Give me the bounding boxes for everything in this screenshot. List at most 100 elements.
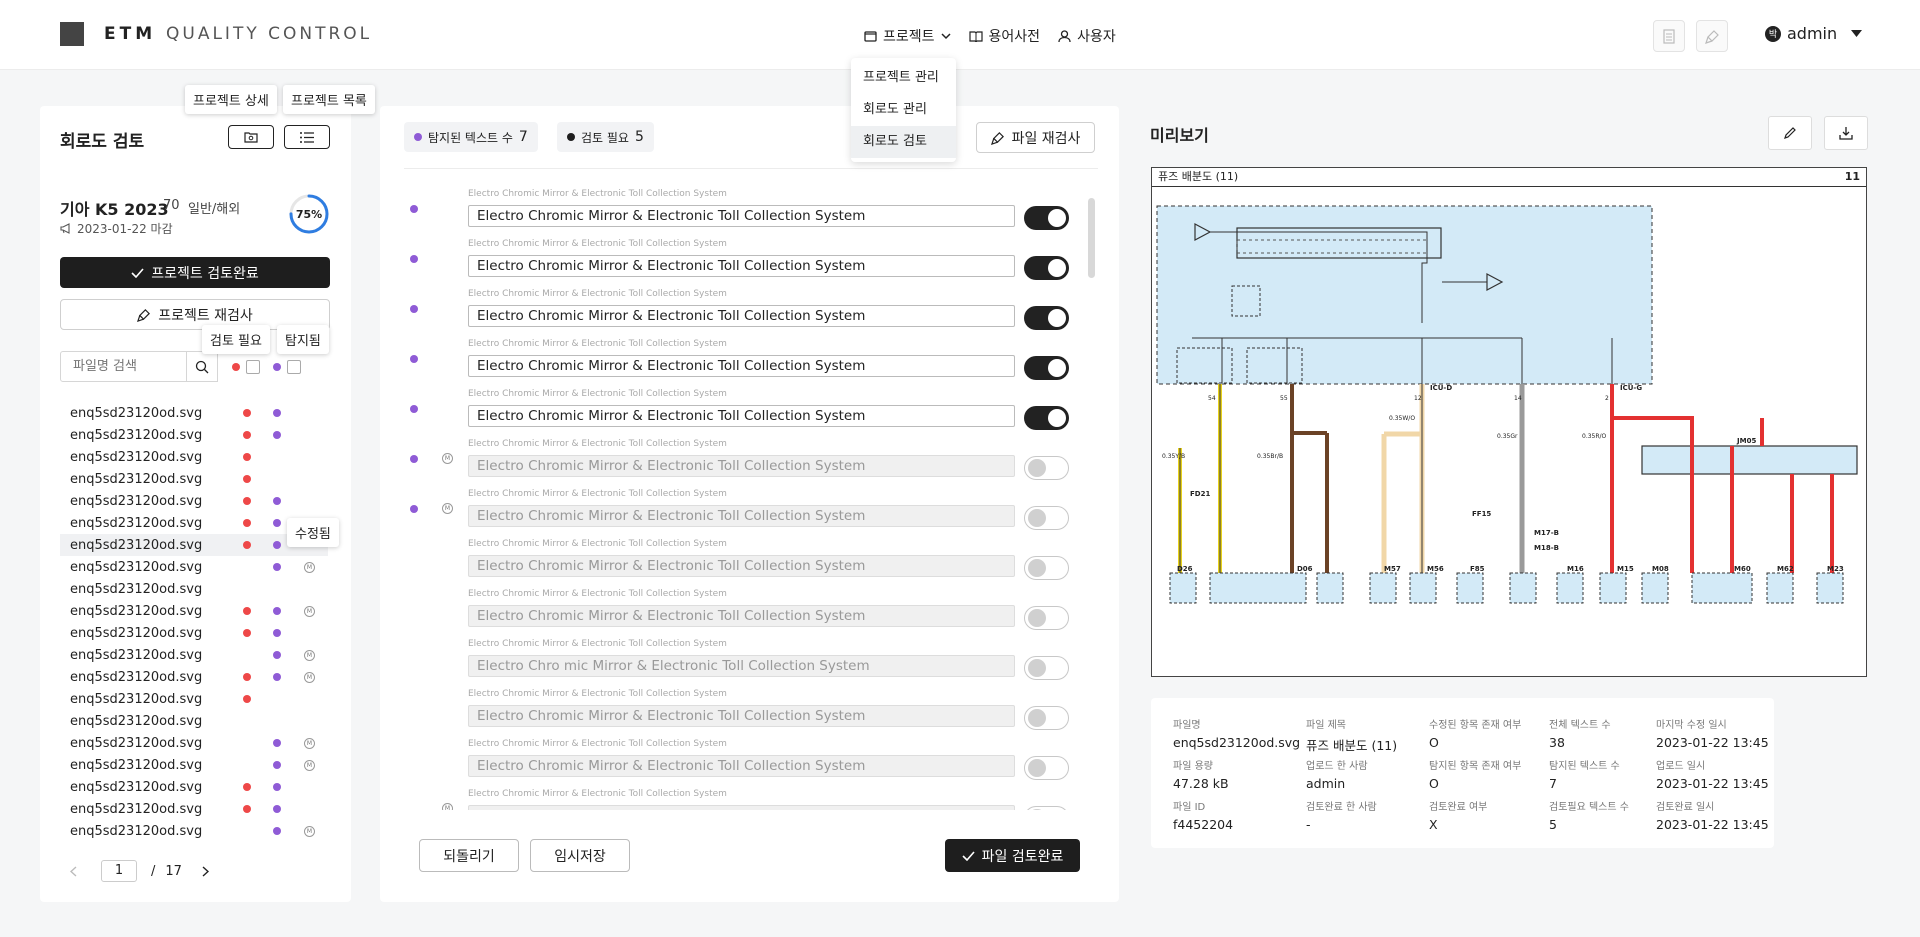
need-review-dot	[243, 519, 251, 527]
file-row[interactable]: enq5sd23120od.svg	[60, 578, 328, 600]
info-value: -	[1306, 817, 1311, 832]
project-detail-button[interactable]	[228, 125, 274, 149]
text-edit-input[interactable]: Electro Chromic Mirror & Electronic Toll…	[468, 505, 1015, 527]
text-row: Electro Chromic Mirror & Electronic Toll…	[400, 338, 1090, 388]
project-recheck-button[interactable]: 프로젝트 재검사	[60, 299, 330, 330]
text-edit-input[interactable]: Electro Chromic Mirror & Electronic Toll…	[468, 605, 1015, 627]
nav-users[interactable]: 사용자	[1058, 26, 1116, 46]
detected-dot	[273, 651, 281, 659]
nav-project[interactable]: 프로젝트	[864, 26, 951, 46]
review-toggle[interactable]	[1024, 756, 1069, 780]
review-toggle[interactable]	[1024, 206, 1069, 230]
review-toggle[interactable]	[1024, 406, 1069, 430]
review-toggle[interactable]	[1024, 606, 1069, 630]
text-row: Electro Chromic Mirror & Electronic Toll…	[400, 288, 1090, 338]
project-list-button[interactable]	[284, 125, 330, 149]
detected-checkbox[interactable]	[287, 360, 301, 374]
detected-dot	[273, 409, 281, 417]
file-name: enq5sd23120od.svg	[70, 603, 203, 619]
document-button[interactable]	[1653, 20, 1685, 52]
review-toggle[interactable]	[1024, 306, 1069, 330]
tooltip-detected: 탐지됨	[277, 325, 329, 354]
file-row[interactable]: enq5sd23120od.svg	[60, 622, 328, 644]
review-toggle[interactable]	[1024, 256, 1069, 280]
text-edit-input[interactable]: Electro Chromic Mirror & Electronic Toll…	[468, 455, 1015, 477]
file-search-input[interactable]	[60, 351, 187, 382]
nav-glossary[interactable]: 용어사전	[968, 26, 1040, 46]
file-row[interactable]: enq5sd23120od.svg	[60, 468, 328, 490]
review-toggle[interactable]	[1024, 806, 1069, 810]
review-toggle[interactable]	[1024, 356, 1069, 380]
info-label: 수정된 항목 존재 여부	[1429, 720, 1522, 731]
file-row[interactable]: enq5sd23120od.svg	[60, 424, 328, 446]
review-toggle[interactable]	[1024, 656, 1069, 680]
detected-dot	[273, 783, 281, 791]
text-edit-input[interactable]: Electro Chromic Mirror & Electronic Toll…	[468, 755, 1015, 777]
dropdown-item-circuit-review[interactable]: 회로도 검토	[851, 126, 956, 158]
file-row[interactable]: enq5sd23120od.svg	[60, 688, 328, 710]
file-row[interactable]: enq5sd23120od.svg	[60, 776, 328, 798]
text-edit-input[interactable]: Electro Chro mic Mirror & Electronic Tol…	[468, 655, 1015, 677]
modified-icon: M	[442, 803, 453, 810]
detected-dot	[273, 541, 281, 549]
brush-button[interactable]	[1696, 20, 1728, 52]
text-edit-input[interactable]: Electro Chromic Mirror & Electronic Toll…	[468, 255, 1015, 277]
need-review-checkbox[interactable]	[246, 360, 260, 374]
modified-icon: M	[442, 503, 453, 514]
download-button[interactable]	[1824, 116, 1868, 150]
page-input[interactable]: 1	[101, 860, 137, 882]
text-edit-input[interactable]: Electro Chromic Mirror & Electronic Toll…	[468, 405, 1015, 427]
scrollbar[interactable]	[1088, 198, 1095, 278]
text-edit-input[interactable]: Electro Chromic Mirror & Electronic Toll…	[468, 555, 1015, 577]
file-complete-button[interactable]: 파일 검토완료	[945, 839, 1080, 872]
file-row[interactable]: enq5sd23120od.svg	[60, 490, 328, 512]
file-row[interactable]: enq5sd23120od.svg	[60, 798, 328, 820]
original-text-label: Electro Chromic Mirror & Electronic Toll…	[468, 739, 727, 749]
file-row[interactable]: enq5sd23120od.svg	[60, 446, 328, 468]
info-value: O	[1429, 735, 1439, 750]
text-edit-input[interactable]: Electro Chromic Mirror & Electronic Toll…	[468, 705, 1015, 727]
file-row[interactable]: enq5sd23120od.svg	[60, 534, 328, 556]
dropdown-item-project-manage[interactable]: 프로젝트 관리	[863, 70, 939, 85]
chevron-right-icon[interactable]	[202, 865, 209, 877]
file-name: enq5sd23120od.svg	[70, 625, 203, 641]
brush-icon	[1704, 29, 1720, 44]
original-text-label: Electro Chromic Mirror & Electronic Toll…	[468, 439, 727, 449]
file-row[interactable]: enq5sd23120od.svg	[60, 512, 328, 534]
text-edit-input[interactable]: Electro Chromic Mirror & Electronic Toll…	[468, 205, 1015, 227]
edit-button[interactable]	[1768, 116, 1812, 150]
revert-button[interactable]: 되돌리기	[419, 839, 519, 872]
text-edit-input[interactable]: Electro Chromic Mirror & Electronic Toll…	[468, 805, 1015, 810]
save-draft-button[interactable]: 임시저장	[530, 839, 630, 872]
circuit-schematic: ICU-D ICU-G JM05 FD21 D26 D06 M57 M56 F8…	[1156, 205, 1858, 604]
detected-dot	[273, 673, 281, 681]
chevron-left-icon[interactable]	[70, 865, 77, 877]
info-value: 5	[1549, 817, 1557, 832]
info-value: 47.28 kB	[1173, 776, 1229, 791]
user-menu[interactable]: 박 admin	[1765, 24, 1863, 43]
review-toggle[interactable]	[1024, 556, 1069, 580]
page-separator: /	[151, 863, 156, 879]
need-review-dot	[243, 431, 251, 439]
text-edit-input[interactable]: Electro Chromic Mirror & Electronic Toll…	[468, 355, 1015, 377]
pagination: 1 / 17	[70, 860, 209, 882]
review-toggle[interactable]	[1024, 506, 1069, 530]
search-button[interactable]	[187, 351, 218, 382]
dropdown-item-circuit-manage[interactable]: 회로도 관리	[863, 102, 927, 117]
project-complete-button[interactable]: 프로젝트 검토완료	[60, 257, 330, 288]
text-edit-input[interactable]: Electro Chromic Mirror & Electronic Toll…	[468, 305, 1015, 327]
file-recheck-button[interactable]: 파일 재검사	[976, 122, 1095, 153]
file-row[interactable]: enq5sd23120od.svg	[60, 710, 328, 732]
review-toggle[interactable]	[1024, 456, 1069, 480]
review-toggle[interactable]	[1024, 706, 1069, 730]
file-row[interactable]: enq5sd23120od.svg	[60, 402, 328, 424]
